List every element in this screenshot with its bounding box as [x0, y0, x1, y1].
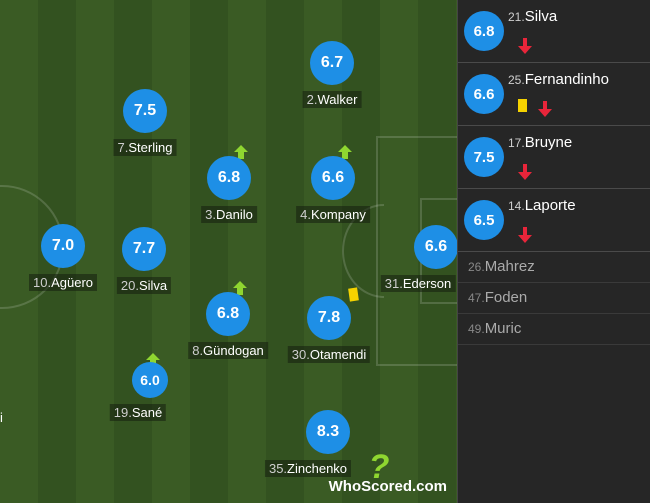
sub-out-arrow-icon — [518, 164, 532, 180]
sub-out-arrow-icon — [518, 38, 532, 54]
whoscored-logo: ? WhoScored.com — [328, 448, 447, 495]
player-label: 17.Bruyne — [508, 134, 573, 151]
sub-in-arrow-icon — [233, 281, 247, 295]
rating-badge: 6.7 — [310, 41, 354, 85]
player-label: 2.Walker — [302, 91, 362, 108]
rating-badge: 7.5 — [464, 137, 504, 177]
player-label: 25.Fernandinho — [508, 71, 609, 88]
player-label: 14.Laporte — [508, 197, 576, 214]
player-label: 3.Danilo — [201, 206, 257, 223]
sub-in-arrow-icon — [146, 353, 160, 367]
player-edge-partial: i — [0, 410, 3, 425]
rating-badge: 7.0 — [41, 224, 85, 268]
substitutes-panel: 6.8 21.Silva 6.6 25.Fernandinho 7.5 17.B… — [457, 0, 650, 503]
rating-badge: 7.5 — [123, 89, 167, 133]
player-label: 31.Ederson — [380, 275, 456, 292]
bench-row[interactable]: 26.Mahrez — [458, 252, 650, 283]
player-label: 10.Agüero — [29, 274, 97, 291]
yellow-card-icon — [348, 287, 359, 302]
subbed-off-row[interactable]: 6.8 21.Silva — [458, 0, 650, 63]
bench-row[interactable]: 47.Foden — [458, 283, 650, 314]
player-label: 8.Gündogan — [188, 342, 268, 359]
question-mark-icon: ? — [368, 448, 390, 486]
rating-badge: 6.6 — [311, 156, 355, 200]
sub-out-arrow-icon — [518, 227, 532, 243]
rating-badge: 8.3 — [306, 410, 350, 454]
sub-out-arrow-icon — [538, 101, 552, 117]
yellow-card-icon — [518, 99, 527, 112]
rating-badge: 6.8 — [206, 292, 250, 336]
player-label: 4.Kompany — [296, 206, 370, 223]
rating-badge: 6.6 — [464, 74, 504, 114]
sub-in-arrow-icon — [234, 145, 248, 159]
player-label: 19.Sané — [109, 404, 167, 421]
rating-badge: 6.8 — [207, 156, 251, 200]
subbed-off-row[interactable]: 6.6 25.Fernandinho — [458, 63, 650, 126]
rating-badge: 6.6 — [414, 225, 457, 269]
rating-badge: 7.8 — [307, 296, 351, 340]
bench-row[interactable]: 49.Muric — [458, 314, 650, 345]
pitch: i 6.7 2.Walker 7.5 7.Sterling 6.8 3.Dani… — [0, 0, 457, 503]
rating-badge: 6.5 — [464, 200, 504, 240]
player-label: 21.Silva — [508, 8, 558, 25]
rating-badge: 6.8 — [464, 11, 504, 51]
subbed-off-row[interactable]: 6.5 14.Laporte — [458, 189, 650, 252]
player-label: 35.Zinchenko — [264, 460, 352, 477]
subbed-off-row[interactable]: 7.5 17.Bruyne — [458, 126, 650, 189]
rating-badge: 6.0 — [132, 362, 168, 398]
player-label: 30.Otamendi — [287, 346, 371, 363]
player-label: 20.Silva — [116, 277, 172, 294]
sub-in-arrow-icon — [338, 145, 352, 159]
player-label: 7.Sterling — [113, 139, 177, 156]
rating-badge: 7.7 — [122, 227, 166, 271]
